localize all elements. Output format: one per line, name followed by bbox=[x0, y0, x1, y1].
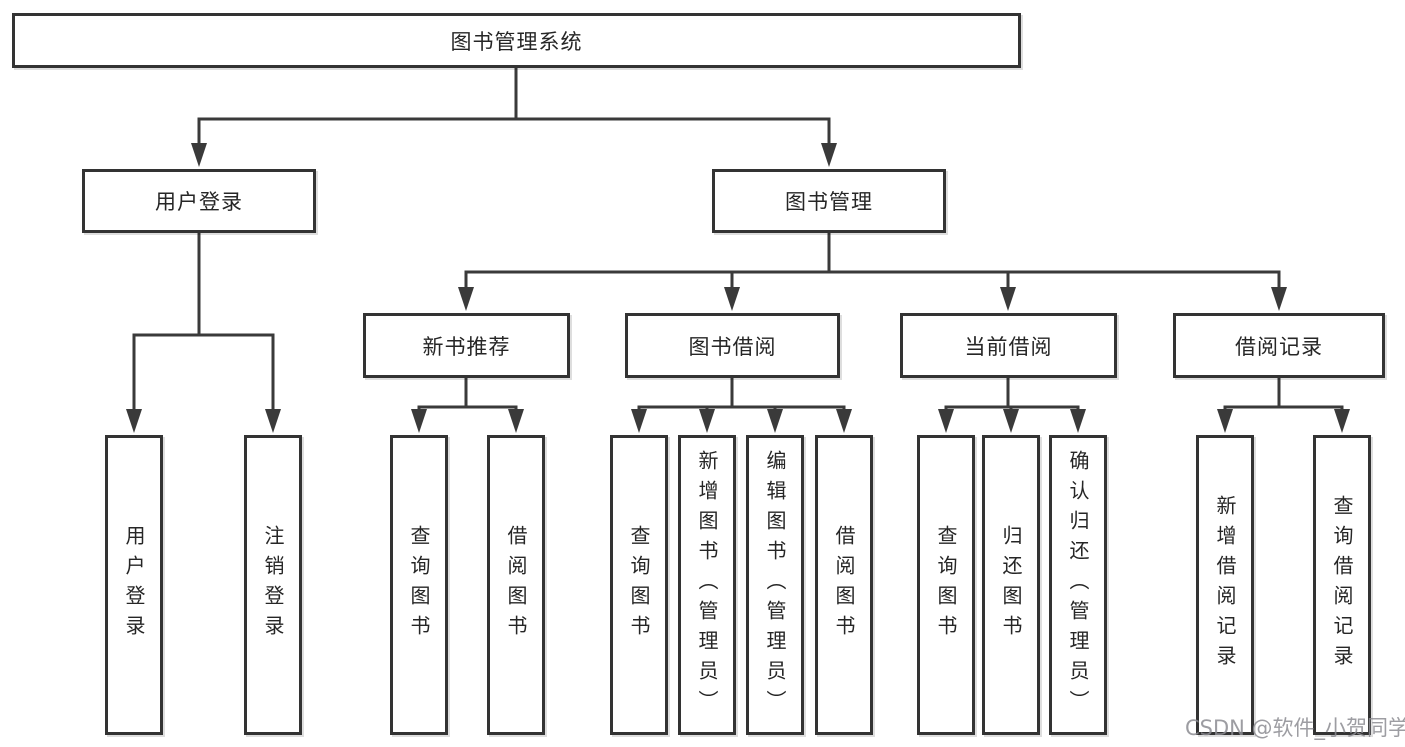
leaf-add-books-admin: 新增图书（管理员） bbox=[678, 435, 736, 735]
leaf-edit-books-admin: 编辑图书（管理员） bbox=[746, 435, 804, 735]
leaf-logout: 注销登录 bbox=[244, 435, 302, 735]
node-borrowing-records: 借阅记录 bbox=[1173, 313, 1385, 378]
arrow-down-icon bbox=[508, 409, 524, 433]
arrow-down-icon bbox=[821, 143, 837, 167]
node-new-book-recommendation: 新书推荐 bbox=[363, 313, 570, 378]
leaf-query-books-recommendation: 查询图书 bbox=[390, 435, 448, 735]
arrow-down-icon bbox=[265, 409, 281, 433]
arrow-down-icon bbox=[1271, 287, 1287, 311]
leaf-borrow-books-recommendation: 借阅图书 bbox=[487, 435, 545, 735]
arrow-down-icon bbox=[1070, 409, 1086, 433]
leaf-return-books: 归还图书 bbox=[982, 435, 1040, 735]
arrow-down-icon bbox=[191, 143, 207, 167]
node-book-management: 图书管理 bbox=[712, 169, 946, 233]
leaf-user-login: 用户登录 bbox=[105, 435, 163, 735]
arrow-down-icon bbox=[411, 409, 427, 433]
arrow-down-icon bbox=[724, 287, 740, 311]
node-current-borrowing: 当前借阅 bbox=[900, 313, 1117, 378]
leaf-query-books-borrowing: 查询图书 bbox=[610, 435, 668, 735]
arrow-down-icon bbox=[126, 409, 142, 433]
arrow-down-icon bbox=[1334, 409, 1350, 433]
arrow-down-icon bbox=[767, 409, 783, 433]
arrow-down-icon bbox=[458, 287, 474, 311]
arrow-down-icon bbox=[938, 409, 954, 433]
arrow-down-icon bbox=[631, 409, 647, 433]
node-user-login: 用户登录 bbox=[82, 169, 316, 233]
leaf-query-borrow-record: 查询借阅记录 bbox=[1313, 435, 1371, 735]
arrow-down-icon bbox=[1003, 409, 1019, 433]
leaf-add-borrow-record: 新增借阅记录 bbox=[1196, 435, 1254, 735]
leaf-borrow-books-borrowing: 借阅图书 bbox=[815, 435, 873, 735]
arrow-down-icon bbox=[1000, 287, 1016, 311]
arrow-down-icon bbox=[699, 409, 715, 433]
leaf-query-books-current: 查询图书 bbox=[917, 435, 975, 735]
leaf-confirm-return-admin: 确认归还（管理员） bbox=[1049, 435, 1107, 735]
arrow-down-icon bbox=[1217, 409, 1233, 433]
node-book-borrowing: 图书借阅 bbox=[625, 313, 840, 378]
watermark: CSDN @软件_小贺同学 bbox=[1185, 716, 1405, 740]
node-root: 图书管理系统 bbox=[12, 13, 1021, 68]
arrow-down-icon bbox=[836, 409, 852, 433]
